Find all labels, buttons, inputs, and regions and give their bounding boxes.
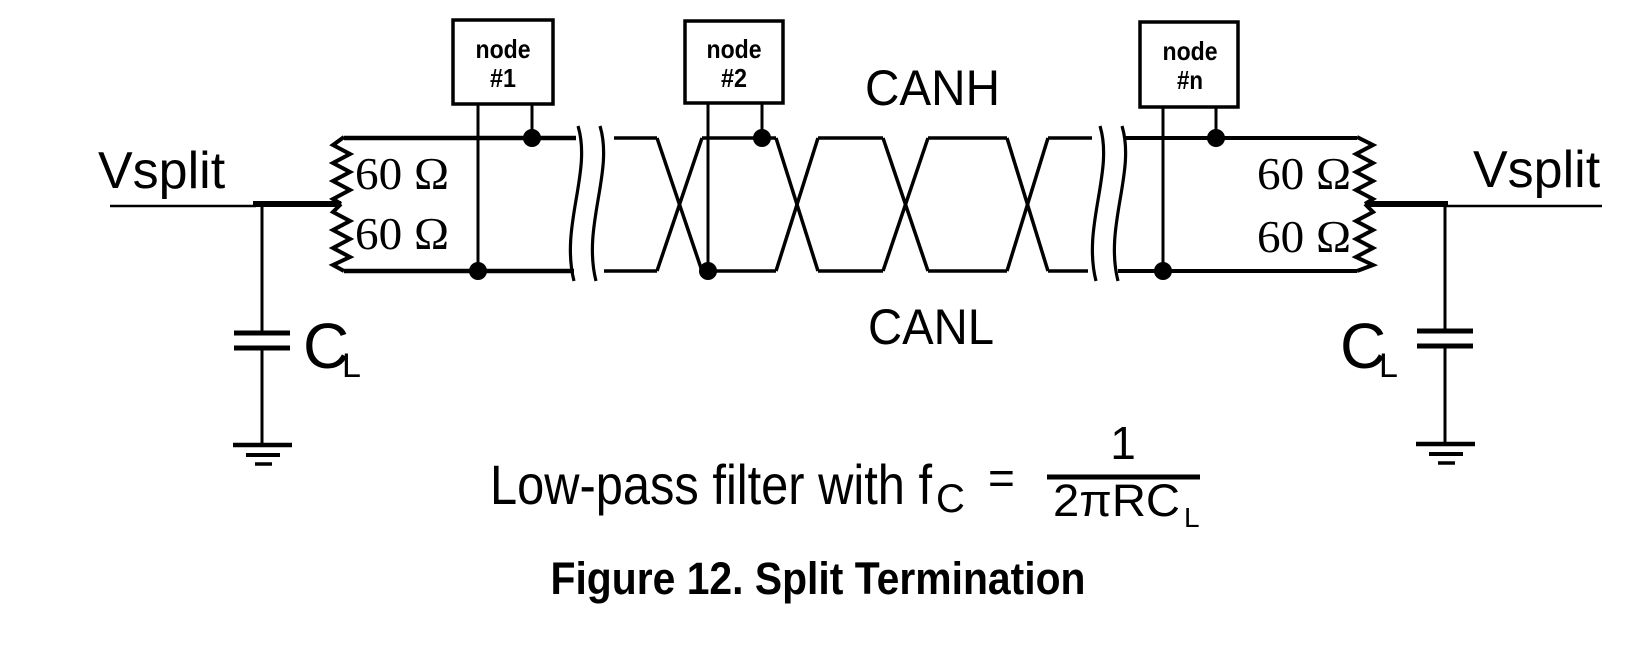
cap-right-label-sub: L <box>1379 347 1398 385</box>
formula-equals-sign: = <box>988 452 1015 504</box>
twist-cross4-up <box>1005 137 1050 272</box>
cap-right-label: C <box>1340 310 1386 382</box>
resistor-bottom-left-zigzag <box>328 202 355 273</box>
node1-label-line2: #1 <box>490 63 516 93</box>
vsplit-right-label: Vsplit <box>1473 141 1601 199</box>
node2-label-line1: node <box>707 34 762 64</box>
resistor-bottom-left-label: 60 Ω <box>355 208 449 259</box>
resistor-top-left-zigzag <box>328 135 355 206</box>
resistor-top-left-label: 60 Ω <box>355 148 449 199</box>
resistor-top-right-label: 60 Ω <box>1257 148 1351 199</box>
break-right-mark2 <box>1112 125 1128 282</box>
canl-label: CANL <box>868 299 994 355</box>
canh-label: CANH <box>865 60 1000 116</box>
node2-label-line2: #2 <box>721 63 747 93</box>
node-n-label-line1: node <box>1163 36 1218 66</box>
node-n-canl-junction-dot <box>1154 262 1172 280</box>
formula-text: Low-pass filter with f <box>490 453 932 516</box>
node1-box <box>451 18 555 106</box>
twist-cross1-up <box>655 137 704 272</box>
resistor-bottom-right-zigzag <box>1351 202 1379 273</box>
node-n-canh-junction-dot <box>1207 129 1225 147</box>
node2-box <box>683 19 785 105</box>
break-right-mark1 <box>1090 125 1106 282</box>
vsplit-left-label: Vsplit <box>98 142 226 200</box>
node1-label-line1: node <box>476 34 531 64</box>
twist-cross3-up <box>881 137 930 272</box>
cap-left-label: C <box>303 310 349 382</box>
node1-canh-junction-dot <box>523 129 541 147</box>
formula-fc-subscript: C <box>936 477 965 521</box>
node-n-label-line2: #n <box>1177 65 1203 95</box>
resistor-top-right-zigzag <box>1351 135 1378 206</box>
twist-cross2-up <box>774 137 820 272</box>
cap-left-label-sub: L <box>342 347 361 385</box>
node-n-box <box>1138 20 1240 109</box>
node1-canl-junction-dot <box>469 262 487 280</box>
node2-canl-junction-dot <box>699 262 717 280</box>
node2-canh-junction-dot <box>753 129 771 147</box>
formula-denominator: 2πRC <box>1053 475 1180 526</box>
formula-numerator: 1 <box>1110 417 1136 469</box>
figure-caption: Figure 12. Split Termination <box>551 553 1086 604</box>
break-left-mark1 <box>568 125 584 282</box>
break-left-mark2 <box>590 125 606 282</box>
resistor-bottom-right-label: 60 Ω <box>1257 211 1351 262</box>
formula-denominator-subscript: L <box>1184 502 1200 533</box>
